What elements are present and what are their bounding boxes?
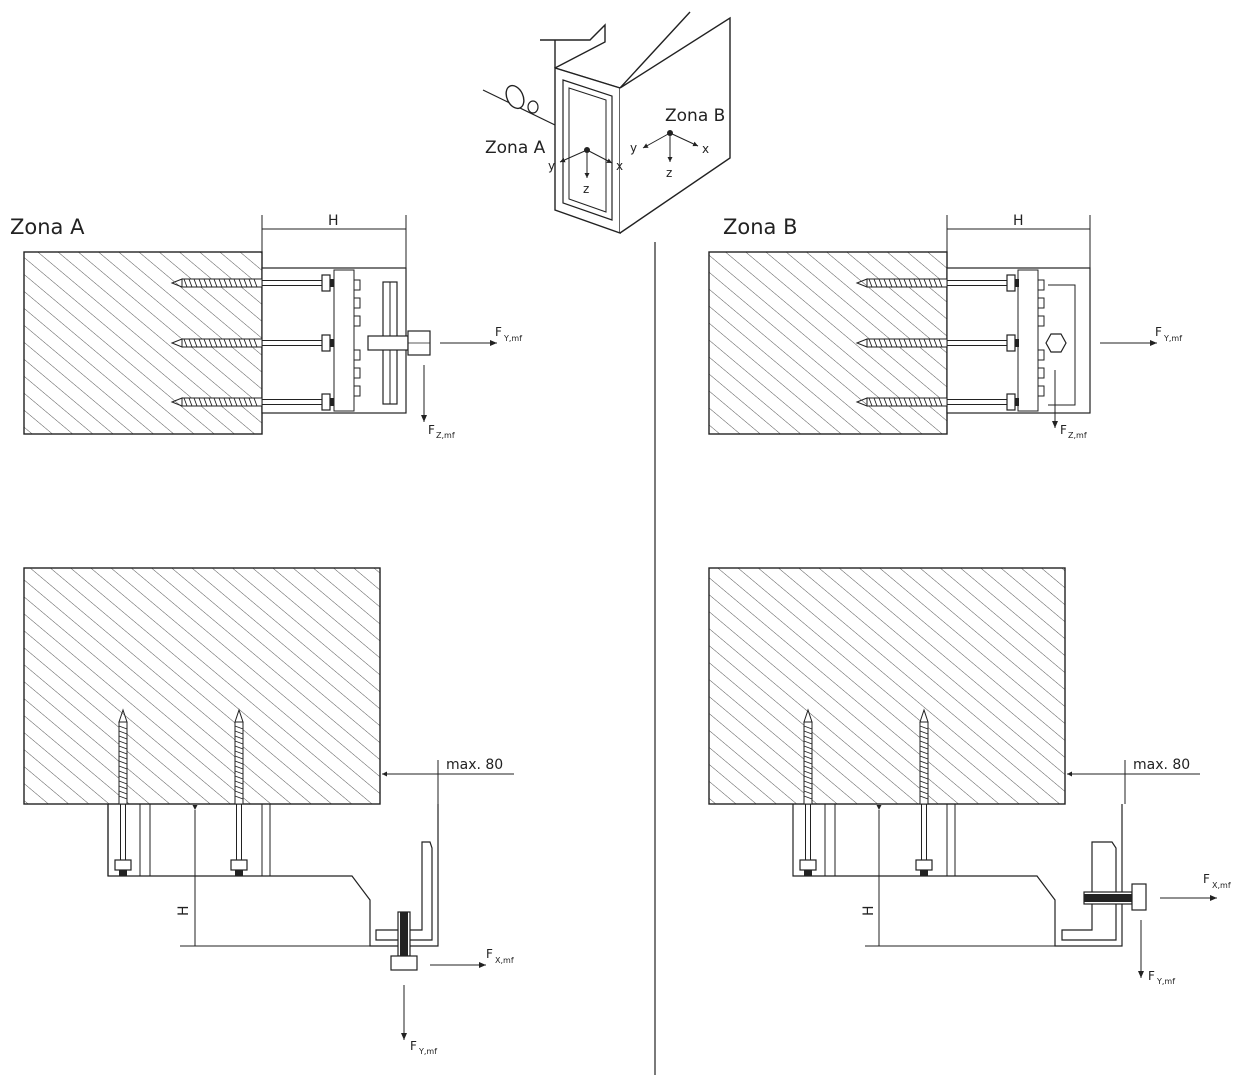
zona-b-section: Zona B H F Y,mf F Z,mf xyxy=(708,213,1182,440)
force-y-sub: Y,mf xyxy=(1163,334,1182,343)
force-z-label: F xyxy=(1060,423,1067,437)
axis-x-label: x xyxy=(616,159,623,173)
axis-z-label-b: z xyxy=(666,166,672,180)
force-y-label: F xyxy=(410,1039,417,1053)
pipe-small xyxy=(527,100,539,114)
bottom-right-section: H max. 80 F X,mf F Y,mf xyxy=(708,567,1231,986)
force-x-sub: X,mf xyxy=(495,956,514,965)
max-80-label: max. 80 xyxy=(446,757,503,773)
force-y-label: F xyxy=(495,325,502,339)
force-y-sub: Y,mf xyxy=(503,334,522,343)
force-x-label: F xyxy=(486,947,493,961)
axes-zona-a: y x z xyxy=(548,147,623,196)
force-x-label: F xyxy=(1203,872,1210,886)
axis-y-label-b: y xyxy=(630,141,637,155)
isometric-view: y x z Zona A y x z Zona B xyxy=(482,11,731,234)
force-y-sub: Y,mf xyxy=(418,1047,437,1056)
axis-x-label-b: x xyxy=(702,142,709,156)
force-z-sub: Z,mf xyxy=(1068,431,1087,440)
axis-z-label: z xyxy=(583,182,589,196)
force-z-sub: Z,mf xyxy=(436,431,455,440)
iso-zona-b-label: Zona B xyxy=(665,106,725,126)
dim-h-label: H xyxy=(861,905,877,916)
force-x-sub: X,mf xyxy=(1212,881,1231,890)
hex-nut-icon xyxy=(1045,333,1067,353)
force-y-sub: Y,mf xyxy=(1156,977,1175,986)
dim-h-label: H xyxy=(328,213,339,229)
dim-h-label: H xyxy=(1013,213,1024,229)
zona-a-section: Zona A H F Y,mf F Z,mf xyxy=(10,213,522,440)
force-y-label: F xyxy=(1155,325,1162,339)
zona-a-title: Zona A xyxy=(10,215,85,239)
force-z-label: F xyxy=(428,423,435,437)
zona-b-title: Zona B xyxy=(723,215,798,239)
wall-block xyxy=(23,567,381,805)
bottom-left-section: H max. 80 F X,mf F Y,mf xyxy=(23,567,514,1056)
max-80-label: max. 80 xyxy=(1133,757,1190,773)
axis-y-label: y xyxy=(548,159,555,173)
force-y-label: F xyxy=(1148,969,1155,983)
dim-h-label: H xyxy=(176,905,192,916)
pipe-large xyxy=(505,84,525,110)
iso-zona-a-label: Zona A xyxy=(485,138,546,158)
wall-block xyxy=(708,567,1066,805)
axes-zona-b: y x z xyxy=(630,130,709,180)
